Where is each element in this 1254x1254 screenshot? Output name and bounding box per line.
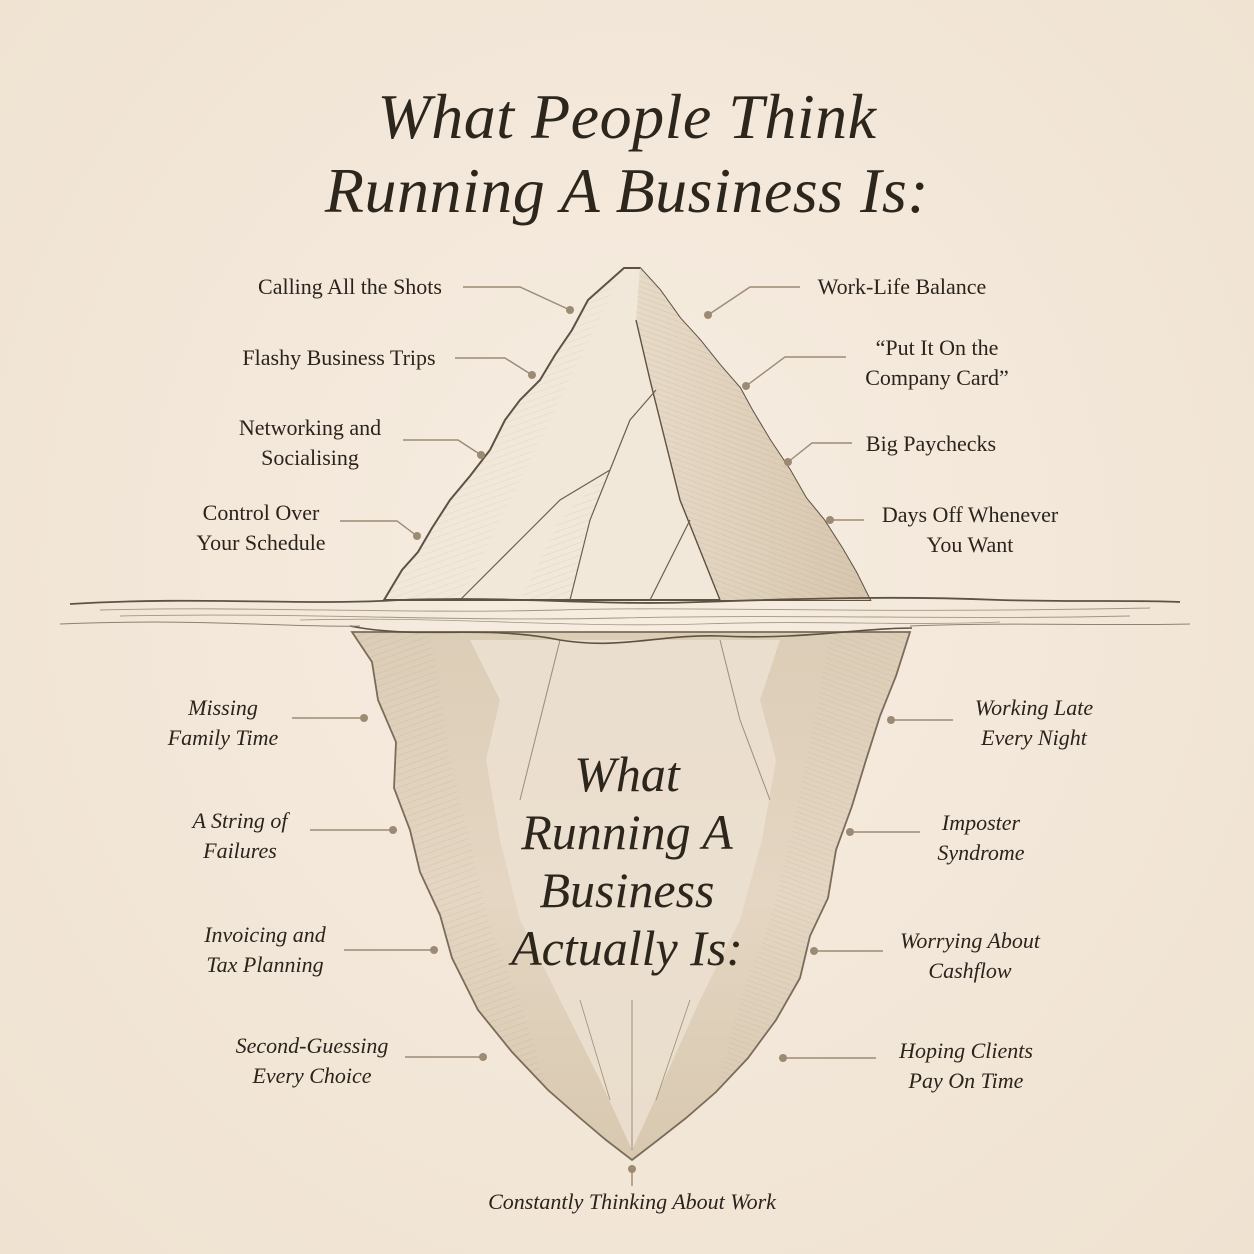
iceberg-tip (382, 267, 872, 601)
label-line: Tax Planning (206, 952, 324, 977)
label-big-paychecks: Big Paychecks (858, 429, 1004, 459)
page-title: What People Think Running A Business Is: (0, 80, 1254, 228)
label-line: Every Choice (252, 1063, 372, 1088)
label-line: “Put It On the (875, 335, 999, 360)
label-work-life-balance: Work-Life Balance (806, 272, 998, 302)
label-put-it-on-the-company-card: “Put It On the Company Card” (852, 333, 1022, 393)
label-hoping-clients-pay-on-time: Hoping Clients Pay On Time (888, 1036, 1044, 1096)
label-line: Worrying About (900, 928, 1040, 953)
underwater-title: What Running A Business Actually Is: (462, 745, 792, 977)
label-line: Calling All the Shots (258, 274, 442, 299)
label-a-string-of-failures: A String of Failures (180, 806, 300, 866)
label-line: Company Card” (865, 365, 1009, 390)
underwater-title-line-2: Running A (521, 804, 733, 860)
label-flashy-business-trips: Flashy Business Trips (226, 343, 452, 373)
label-line: Your Schedule (196, 530, 326, 555)
label-line: Big Paychecks (865, 431, 997, 456)
label-line: Flashy Business Trips (242, 345, 436, 370)
label-line: Family Time (167, 725, 279, 750)
label-line: Days Off Whenever (881, 502, 1059, 527)
label-line: Every Night (981, 725, 1087, 750)
label-imposter-syndrome: Imposter Syndrome (926, 808, 1036, 868)
label-line: Constantly Thinking About Work (488, 1189, 776, 1214)
label-missing-family-time: Missing Family Time (156, 693, 290, 753)
label-line: Imposter (941, 810, 1021, 835)
label-line: Hoping Clients (899, 1038, 1033, 1063)
label-line: Socialising (261, 445, 359, 470)
label-line: A String of (192, 808, 288, 833)
label-line: Networking and (238, 415, 382, 440)
label-line: Work-Life Balance (817, 274, 987, 299)
underwater-title-line-4: Actually Is: (511, 920, 743, 976)
label-line: Pay On Time (908, 1068, 1024, 1093)
underwater-title-line-1: What (574, 746, 680, 802)
label-line: Failures (203, 838, 277, 863)
label-constantly-thinking-about-work: Constantly Thinking About Work (432, 1187, 832, 1217)
label-line: You Want (926, 532, 1014, 557)
label-second-guessing-every-choice: Second-Guessing Every Choice (226, 1031, 398, 1091)
label-control-over-your-schedule: Control Over Your Schedule (182, 498, 340, 558)
water-surface (59, 596, 1191, 645)
label-line: Control Over (202, 500, 320, 525)
title-line-2: Running A Business Is: (324, 155, 930, 226)
label-networking-and-socialising: Networking and Socialising (218, 413, 402, 473)
label-line: Second-Guessing (235, 1033, 389, 1058)
label-working-late-every-night: Working Late Every Night (962, 693, 1106, 753)
iceberg-underwater (350, 631, 912, 1162)
label-calling-all-the-shots: Calling All the Shots (240, 272, 460, 302)
label-line: Working Late (974, 695, 1094, 720)
label-line: Syndrome (937, 840, 1025, 865)
label-line: Missing (188, 695, 258, 720)
label-line: Cashflow (928, 958, 1012, 983)
underwater-title-line-3: Business (539, 862, 715, 918)
label-line: Invoicing and (204, 922, 326, 947)
label-worrying-about-cashflow: Worrying About Cashflow (890, 926, 1050, 986)
label-invoicing-and-tax-planning: Invoicing and Tax Planning (194, 920, 336, 980)
leader-lines (292, 286, 953, 1186)
title-line-1: What People Think (377, 81, 877, 152)
label-days-off-whenever-you-want: Days Off Whenever You Want (870, 500, 1070, 560)
